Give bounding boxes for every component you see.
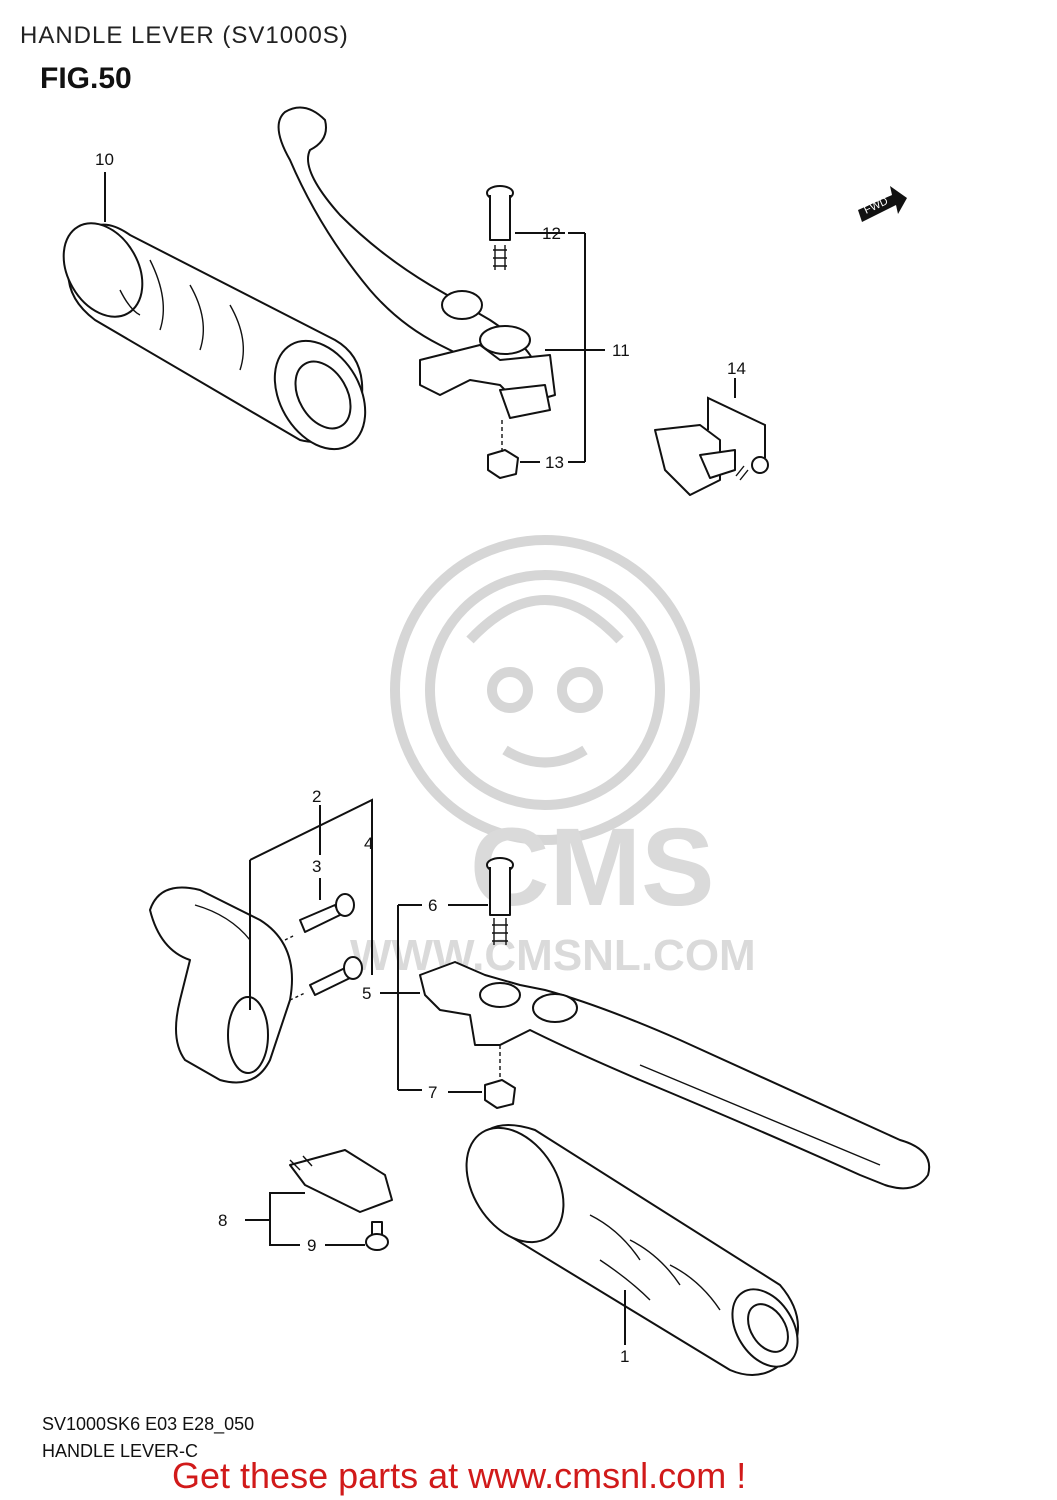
callout-12: 12 xyxy=(542,224,561,243)
part-7-nut xyxy=(484,1045,516,1109)
fwd-arrow-icon: FWD xyxy=(858,186,907,222)
callout-7: 7 xyxy=(428,1083,437,1102)
part-9-screw xyxy=(365,1221,389,1251)
part-6-bolt xyxy=(486,857,514,945)
callout-8: 8 xyxy=(218,1211,227,1230)
callout-4: 4 xyxy=(364,834,373,853)
callout-6: 6 xyxy=(428,896,437,915)
part-13-nut xyxy=(487,420,519,479)
callout-10: 10 xyxy=(95,150,114,169)
part-5-lever xyxy=(419,961,931,1190)
callout-5: 5 xyxy=(362,984,371,1003)
callout-1: 1 xyxy=(620,1347,629,1366)
callout-2: 2 xyxy=(312,787,321,806)
part-4-bolt xyxy=(289,956,363,1001)
part-11-lever xyxy=(277,106,556,419)
part-2-bracket xyxy=(149,886,293,1084)
watermark-logo: CMS WWW.CMSNL.COM xyxy=(350,535,756,980)
diagram-subtitle: HANDLE LEVER-C xyxy=(42,1441,199,1461)
page-title: HANDLE LEVER (SV1000S) xyxy=(20,22,349,49)
promo-link[interactable]: Get these parts at www.cmsnl.com ! xyxy=(172,1455,747,1496)
callout-14: 14 xyxy=(727,359,746,378)
part-8-switch xyxy=(289,1149,393,1213)
figure-number: FIG.50 xyxy=(40,62,132,95)
part-10-grip xyxy=(62,222,367,451)
callout-13: 13 xyxy=(545,453,564,472)
watermark-url: WWW.CMSNL.COM xyxy=(350,931,756,980)
model-code: SV1000SK6 E03 E28_050 xyxy=(42,1414,255,1434)
callout-3: 3 xyxy=(312,857,321,876)
part-3-bolt xyxy=(284,893,355,941)
part-14-switch xyxy=(654,424,769,496)
part-12-bolt xyxy=(486,185,514,270)
callout-11: 11 xyxy=(612,341,630,360)
callout-9: 9 xyxy=(307,1236,316,1255)
part-1-grip xyxy=(465,1124,799,1376)
